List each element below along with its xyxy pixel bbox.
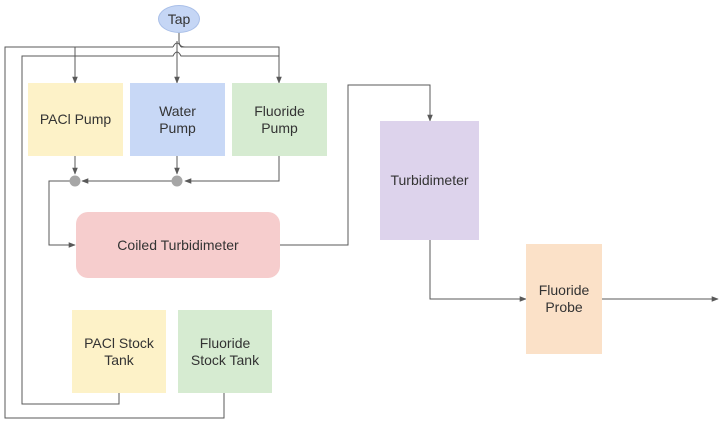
tap-node: Tap — [158, 5, 200, 33]
coiled-turbidimeter-node: Coiled Turbidimeter — [76, 212, 280, 278]
paci-stock-tank-node: PACl Stock Tank — [72, 310, 166, 393]
paci-stock-return-line — [21, 51, 279, 405]
fluoride-probe-node: Fluoride Probe — [526, 244, 602, 354]
fluoride-stock-return-line — [4, 46, 225, 419]
paci-pump-node: PACl Pump — [28, 83, 123, 156]
fluoride-pump-out-line — [184, 156, 280, 184]
coiled-to-turbidimeter-line — [280, 84, 433, 246]
turbidimeter-node: Turbidimeter — [380, 121, 479, 240]
header-line-right — [181, 46, 282, 84]
water-pump-node: Water Pump — [130, 83, 225, 156]
mix-to-coiled-line — [48, 180, 76, 248]
fluoride-stock-tank-node: Fluoride Stock Tank — [178, 310, 272, 393]
water-mixing-junction — [171, 175, 183, 187]
header-line-left — [75, 42, 182, 83]
fluoride-pump-node: Fluoride Pump — [232, 83, 327, 156]
paci-mixing-junction — [69, 175, 81, 187]
turbidimeter-to-probe-line — [429, 240, 527, 302]
